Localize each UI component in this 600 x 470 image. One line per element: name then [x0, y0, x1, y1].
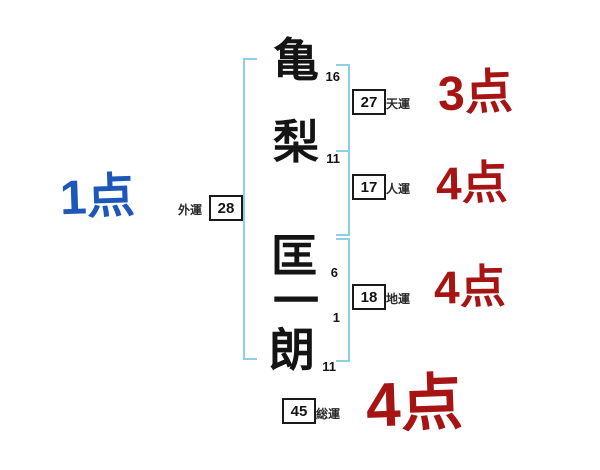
name-char-3-glyph: 匡: [271, 230, 317, 282]
name-char-2-strokes: 11: [326, 151, 340, 166]
total-fortune-label: 総運: [316, 407, 341, 421]
heaven-fortune-label: 天運: [386, 97, 411, 111]
name-char-3-strokes: 6: [330, 265, 338, 280]
name-char-3: 匡 6: [268, 230, 338, 282]
person-fortune-label: 人運: [386, 182, 411, 196]
name-char-5: 朗 11: [266, 324, 336, 376]
outer-score: 1点: [59, 169, 136, 226]
name-char-1-strokes: 16: [325, 69, 340, 84]
heaven-score: 3点: [437, 65, 514, 122]
name-char-2-glyph: 梨: [273, 116, 319, 168]
heaven-bracket: [336, 64, 350, 152]
person-score: 4点: [435, 156, 509, 210]
name-char-1: 亀 16: [270, 34, 340, 86]
earth-fortune-value: 18: [352, 284, 386, 310]
person-fortune-value: 17: [352, 174, 386, 200]
total-score: 4点: [364, 368, 464, 441]
outer-fortune-label: 外運: [178, 203, 203, 217]
outer-fortune-value: 28: [209, 195, 243, 221]
earth-bracket: [336, 238, 350, 362]
name-char-5-glyph: 朗: [269, 324, 315, 376]
name-char-2: 梨 11: [270, 116, 340, 168]
heaven-fortune-value: 27: [352, 89, 386, 115]
name-char-4-strokes: 1: [332, 310, 340, 325]
earth-fortune-label: 地運: [386, 292, 411, 306]
name-char-4-glyph: 一: [273, 275, 319, 327]
person-bracket: [336, 150, 350, 236]
outer-bracket: [243, 58, 257, 360]
name-char-5-strokes: 11: [322, 359, 336, 374]
earth-score: 4点: [433, 260, 507, 314]
name-char-1-glyph: 亀: [273, 34, 319, 86]
name-char-4: 一 1: [270, 275, 340, 327]
total-fortune-value: 45: [282, 398, 316, 424]
